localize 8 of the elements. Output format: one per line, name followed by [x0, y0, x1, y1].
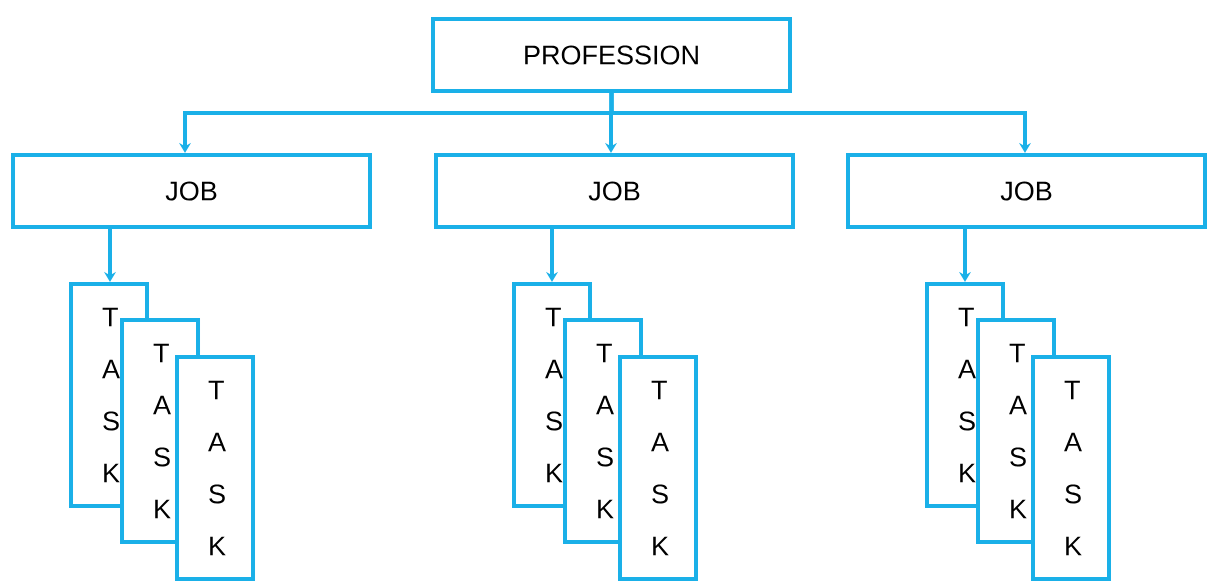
task-card: T A S K: [175, 355, 255, 581]
arrow: [609, 93, 1032, 153]
job-box: JOB: [846, 153, 1207, 229]
title-box: PROFESSION: [431, 17, 792, 93]
task-card: T A S K: [1031, 355, 1111, 581]
task-card: T A S K: [618, 355, 698, 581]
job-box: JOB: [434, 153, 795, 229]
job-box: JOB: [11, 153, 372, 229]
